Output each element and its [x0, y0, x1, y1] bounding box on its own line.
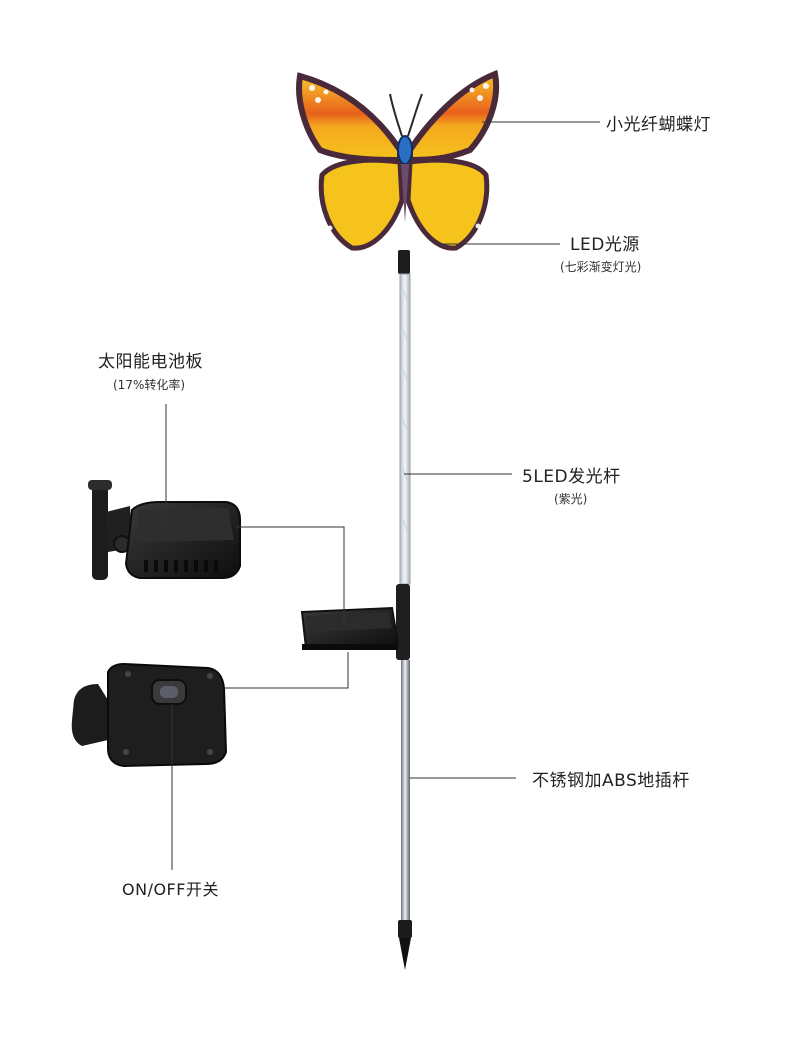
label-light-rod-note: (紫光) [554, 492, 588, 506]
leader-lines [165, 121, 600, 870]
on-off-switch-icon [71, 662, 228, 768]
ground-stake-rod [401, 660, 410, 922]
butterfly-lamp-icon [296, 69, 500, 251]
label-solar-panel-note: (17%转化率) [113, 378, 186, 392]
label-butterfly-lamp: 小光纤蝴蝶灯 [606, 115, 711, 135]
butterfly-connector [398, 250, 410, 274]
led-light-rod [399, 273, 411, 585]
rod-mount-clamp [396, 584, 410, 660]
label-on-off-switch: ON/OFF开关 [122, 880, 219, 899]
solar-panel-icon [300, 606, 400, 650]
label-led-source-note: (七彩渐变灯光) [560, 260, 642, 274]
label-light-rod: 5LED发光杆 [522, 467, 621, 487]
ground-stake-tip [399, 938, 411, 970]
solar-panel-detail [88, 480, 241, 580]
label-led-source: LED光源 [570, 235, 640, 255]
label-ground-stake: 不锈钢加ABS地插杆 [532, 771, 690, 791]
label-solar-panel: 太阳能电池板 [98, 352, 203, 372]
